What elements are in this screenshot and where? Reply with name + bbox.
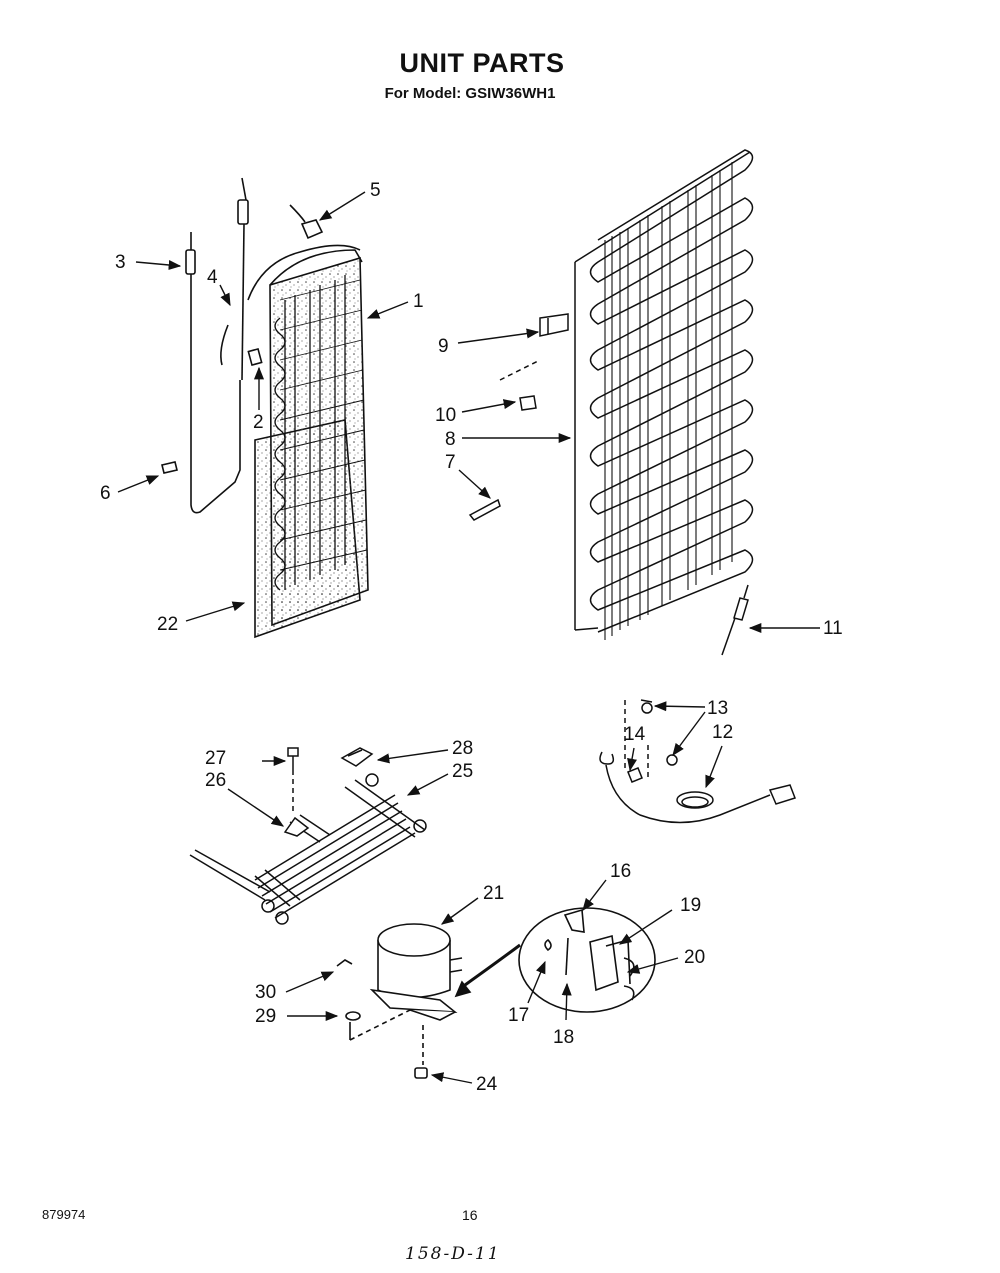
condenser-coil-drawing bbox=[574, 149, 754, 640]
retainer-part-28 bbox=[340, 747, 374, 767]
compressor-drawing bbox=[336, 923, 521, 1079]
callout-leader-lines bbox=[117, 191, 820, 1084]
model-subtitle: For Model: GSIW36WH1 bbox=[384, 85, 556, 102]
callout-27: 27 bbox=[205, 748, 226, 769]
callout-11: 11 bbox=[823, 618, 843, 639]
tube-part-11 bbox=[721, 584, 749, 656]
callout-16: 16 bbox=[610, 861, 631, 882]
callout-6: 6 bbox=[100, 483, 111, 504]
callout-12: 12 bbox=[712, 722, 733, 743]
screw-part-27 bbox=[287, 747, 299, 812]
clip-part-6 bbox=[161, 461, 178, 474]
callout-22: 22 bbox=[157, 614, 178, 635]
callout-29: 29 bbox=[255, 1006, 276, 1027]
callout-13: 13 bbox=[707, 698, 728, 719]
callout-2: 2 bbox=[253, 412, 264, 433]
handwritten-note: 158-D-11 bbox=[405, 1244, 501, 1264]
page-title: UNIT PARTS bbox=[399, 48, 565, 78]
callout-18: 18 bbox=[553, 1027, 574, 1048]
callout-26: 26 bbox=[205, 770, 226, 791]
callout-4: 4 bbox=[207, 267, 218, 288]
heater-wire-drawing bbox=[185, 177, 249, 514]
power-cord-drawing bbox=[599, 699, 796, 824]
page-number: 16 bbox=[462, 1207, 478, 1223]
callout-21: 21 bbox=[483, 883, 504, 904]
callout-numbers: 1 2 3 4 5 6 7 8 9 10 11 12 13 14 16 17 1… bbox=[100, 180, 843, 1095]
callout-10: 10 bbox=[435, 405, 456, 426]
clip-part-7 bbox=[468, 498, 501, 521]
drier-part-5 bbox=[289, 204, 324, 240]
callout-28: 28 bbox=[452, 738, 473, 759]
callout-24: 24 bbox=[476, 1074, 498, 1095]
callout-19: 19 bbox=[680, 895, 701, 916]
evaporator-coil-drawing bbox=[247, 244, 369, 639]
callout-5: 5 bbox=[370, 180, 381, 201]
callout-20: 20 bbox=[684, 947, 705, 968]
callout-9: 9 bbox=[438, 336, 449, 357]
callout-17: 17 bbox=[508, 1005, 529, 1026]
callout-30: 30 bbox=[255, 982, 276, 1003]
screw-part-10 bbox=[499, 359, 541, 411]
callout-8: 8 bbox=[445, 429, 456, 450]
callout-14: 14 bbox=[624, 724, 646, 745]
callout-25: 25 bbox=[452, 761, 473, 782]
bracket-part-9 bbox=[539, 313, 569, 337]
relay-overload-inset bbox=[518, 907, 656, 1013]
callout-3: 3 bbox=[115, 252, 126, 273]
callout-7: 7 bbox=[445, 452, 456, 473]
callout-1: 1 bbox=[413, 291, 424, 312]
clip-part-2 bbox=[247, 347, 263, 367]
base-coil-drawing bbox=[189, 773, 427, 925]
document-number: 879974 bbox=[42, 1207, 86, 1222]
clip-part-26 bbox=[283, 816, 310, 837]
